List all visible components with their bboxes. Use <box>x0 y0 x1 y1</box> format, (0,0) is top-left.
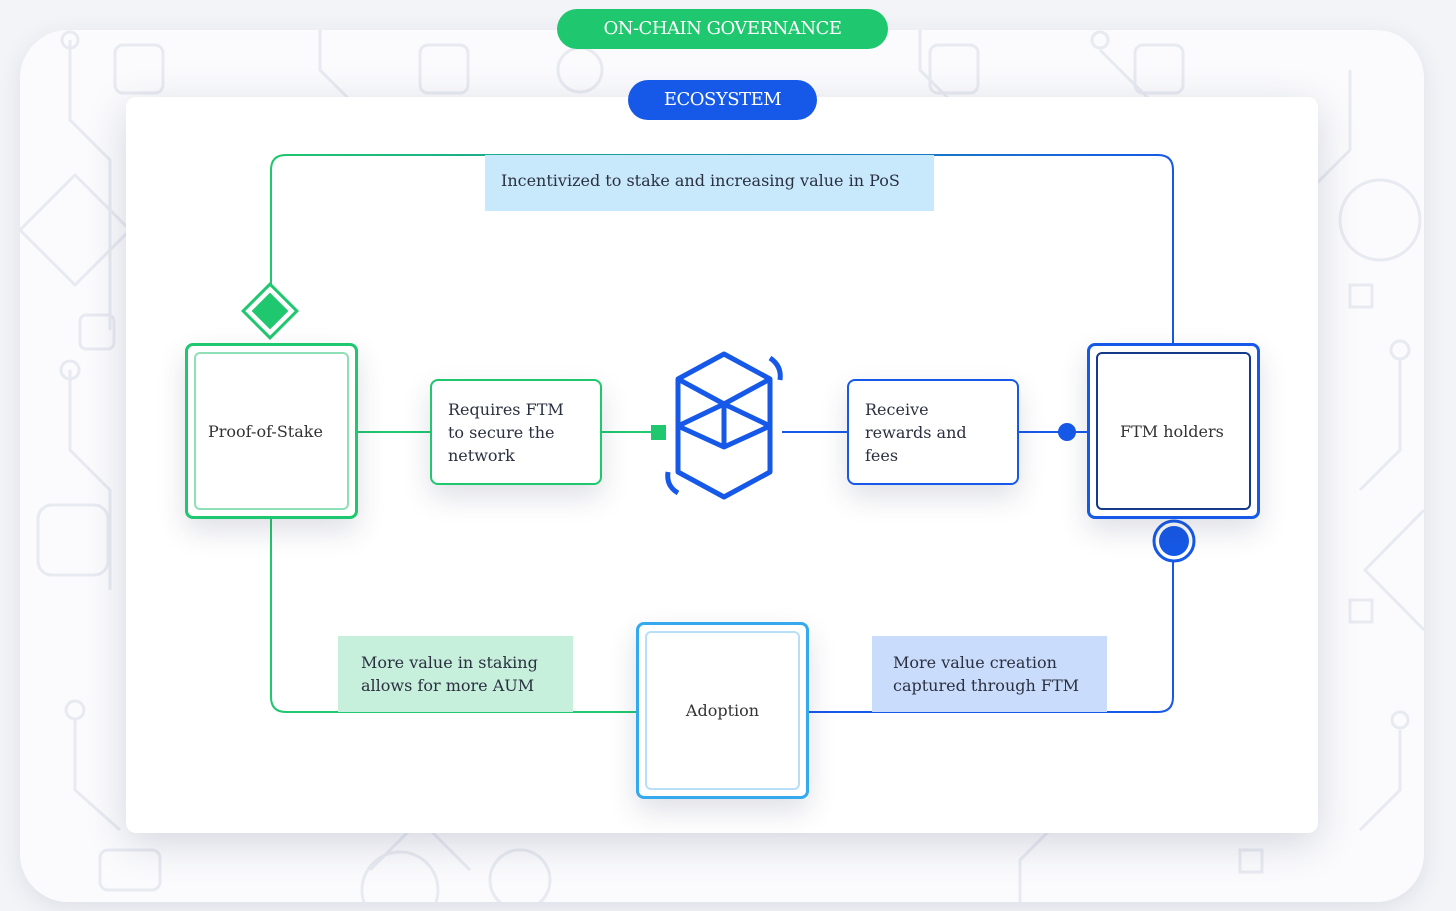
creation-line-2: captured through FTM <box>893 676 1080 695</box>
ftm-holders-node: FTM holders <box>1087 343 1260 519</box>
more-value-staking-annotation: More value in staking allows for more AU… <box>338 636 573 712</box>
adoption-node: Adoption <box>636 622 809 799</box>
more-value-creation-annotation: More value creation captured through FTM <box>872 636 1107 712</box>
blue-ring-connector-icon <box>1152 519 1196 563</box>
receive-line-2: rewards and <box>865 422 967 442</box>
proof-of-stake-label: Proof-of-Stake <box>208 421 323 441</box>
requires-ftm-step: Requires FTM to secure the network <box>430 379 602 485</box>
bottom-right-loop-line <box>809 560 1174 713</box>
ecosystem-badge: ECOSYSTEM <box>628 80 817 120</box>
proof-of-stake-inner: Proof-of-Stake <box>194 352 349 510</box>
receive-line-1: Receive <box>865 399 929 419</box>
staking-line-1: More value in staking <box>361 653 538 672</box>
ftm-holders-inner: FTM holders <box>1096 352 1251 510</box>
requires-line-2: to secure the <box>448 422 555 442</box>
green-square-connector-icon <box>651 425 666 440</box>
adoption-inner: Adoption <box>645 631 800 790</box>
fantom-logo-icon <box>665 351 783 500</box>
diamond-connector-icon <box>241 282 299 340</box>
requires-line-3: network <box>448 445 515 465</box>
receive-line-3: fees <box>865 445 899 465</box>
blue-dot-connector-icon <box>1058 423 1076 441</box>
incentivized-annotation: Incentivized to stake and increasing val… <box>485 155 934 211</box>
adoption-label: Adoption <box>685 701 760 720</box>
ftm-holders-label: FTM holders <box>1120 421 1224 441</box>
receive-rewards-step: Receive rewards and fees <box>847 379 1019 485</box>
creation-line-1: More value creation <box>893 653 1057 672</box>
requires-line-1: Requires FTM <box>448 399 564 419</box>
circuit-background <box>20 30 1424 902</box>
incentivized-text: Incentivized to stake and increasing val… <box>501 171 900 190</box>
proof-of-stake-node: Proof-of-Stake <box>185 343 358 519</box>
on-chain-governance-badge: ON-CHAIN GOVERNANCE <box>557 9 888 49</box>
staking-line-2: allows for more AUM <box>361 676 535 695</box>
bottom-left-loop-line <box>270 519 636 713</box>
